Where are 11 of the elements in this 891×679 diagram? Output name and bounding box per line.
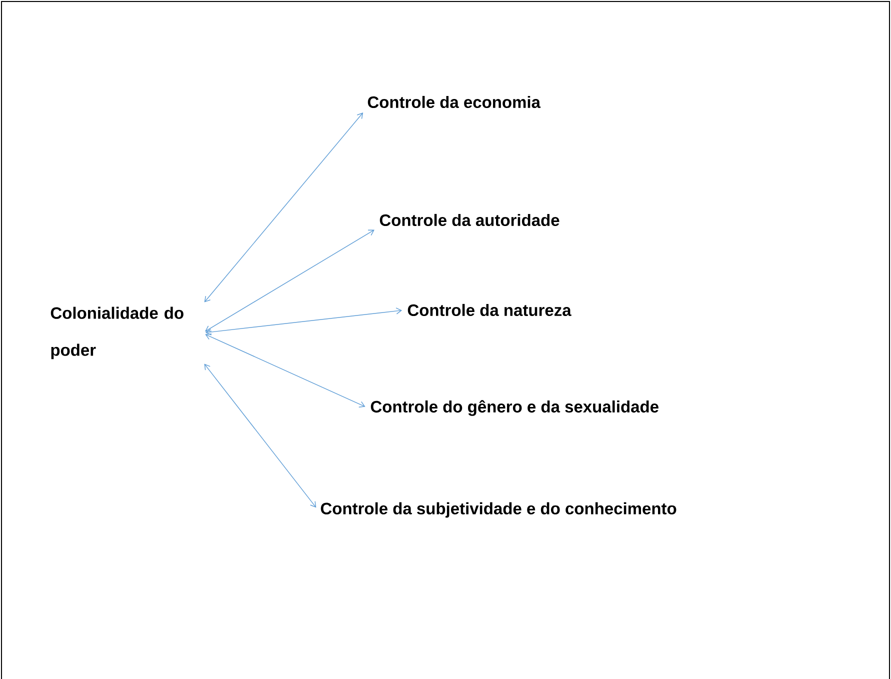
double-arrow: [205, 308, 402, 336]
text-label: Controle da autoridade: [380, 214, 560, 226]
double-arrow: [205, 334, 366, 408]
double-arrow: [204, 112, 364, 302]
text-label: Controle da subjetividade e do conhecimento: [320, 502, 676, 518]
double-arrow: [204, 364, 316, 508]
double-arrow: [204, 230, 374, 332]
text-label: Controle da economia: [368, 96, 541, 108]
text-label: Controle do gênero e da sexualidade: [370, 400, 658, 416]
text-label: Controle da natureza: [408, 304, 572, 316]
text-label: Colonialidade do poder: [50, 306, 184, 360]
